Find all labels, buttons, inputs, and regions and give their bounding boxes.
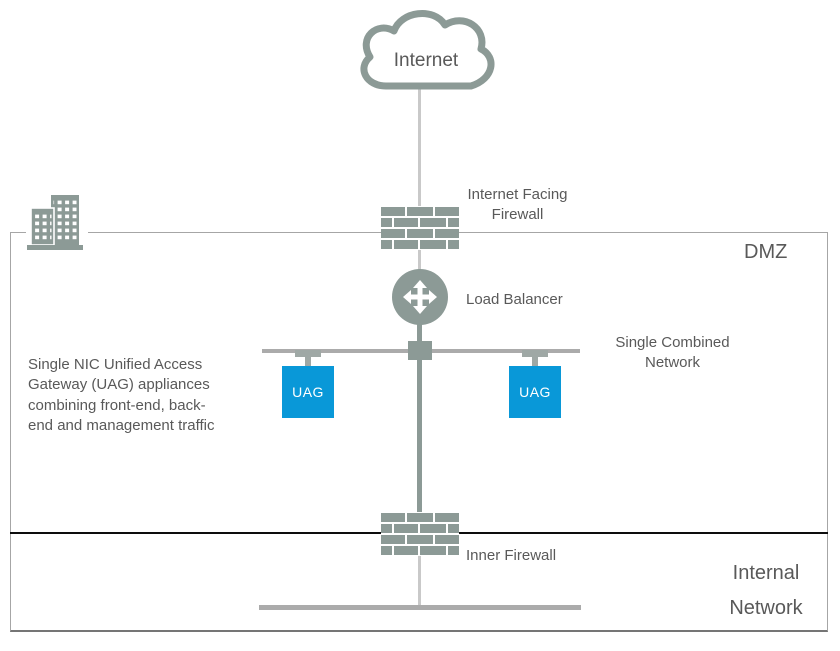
single-combined-network-label: Single Combined Network xyxy=(615,334,730,372)
internal-network-label: Internal Network xyxy=(729,562,803,619)
uag-right-connector-bar xyxy=(522,350,548,357)
brick-row xyxy=(381,229,459,238)
brick-row xyxy=(381,218,459,227)
inner-firewall-label: Inner Firewall xyxy=(466,547,557,564)
dmz-label: DMZ xyxy=(744,241,788,263)
brick-row xyxy=(381,524,459,533)
connector-line-network-to-inner-firewall xyxy=(417,360,422,513)
uag-appliance-right: UAG xyxy=(509,366,561,418)
brick-row xyxy=(381,240,459,249)
network-junction-connector xyxy=(408,341,432,360)
move-arrows-icon xyxy=(403,280,437,314)
internal-network-line xyxy=(259,605,581,610)
inner-firewall-icon xyxy=(381,512,459,556)
brick-row xyxy=(381,207,459,216)
brick-row xyxy=(381,546,459,555)
connector-line-inner-firewall-to-internal xyxy=(418,554,421,607)
office-building-icon xyxy=(26,192,88,254)
load-balancer-icon xyxy=(392,269,448,325)
uag-left-connector-leg xyxy=(305,356,311,367)
internet-facing-firewall-label: Internet Facing Firewall xyxy=(467,186,568,224)
connector-line-cloud-to-firewall xyxy=(418,86,421,206)
connector-line-loadbalancer-to-network xyxy=(417,322,422,344)
uag-right-connector-leg xyxy=(532,356,538,367)
uag-left-label: UAG xyxy=(292,384,324,400)
internet-facing-firewall-icon xyxy=(381,206,459,250)
brick-row xyxy=(381,513,459,522)
connector-line-firewall-to-loadbalancer xyxy=(418,246,421,272)
uag-right-label: UAG xyxy=(519,384,551,400)
uag-appliance-left: UAG xyxy=(282,366,334,418)
load-balancer-label: Load Balancer xyxy=(466,291,563,308)
brick-row xyxy=(381,535,459,544)
internet-cloud-icon xyxy=(360,10,495,90)
uag-description-note: Single NIC Unified Access Gateway (UAG) … xyxy=(28,356,215,434)
internet-label: Internet xyxy=(393,50,459,71)
uag-left-connector-bar xyxy=(295,350,321,357)
